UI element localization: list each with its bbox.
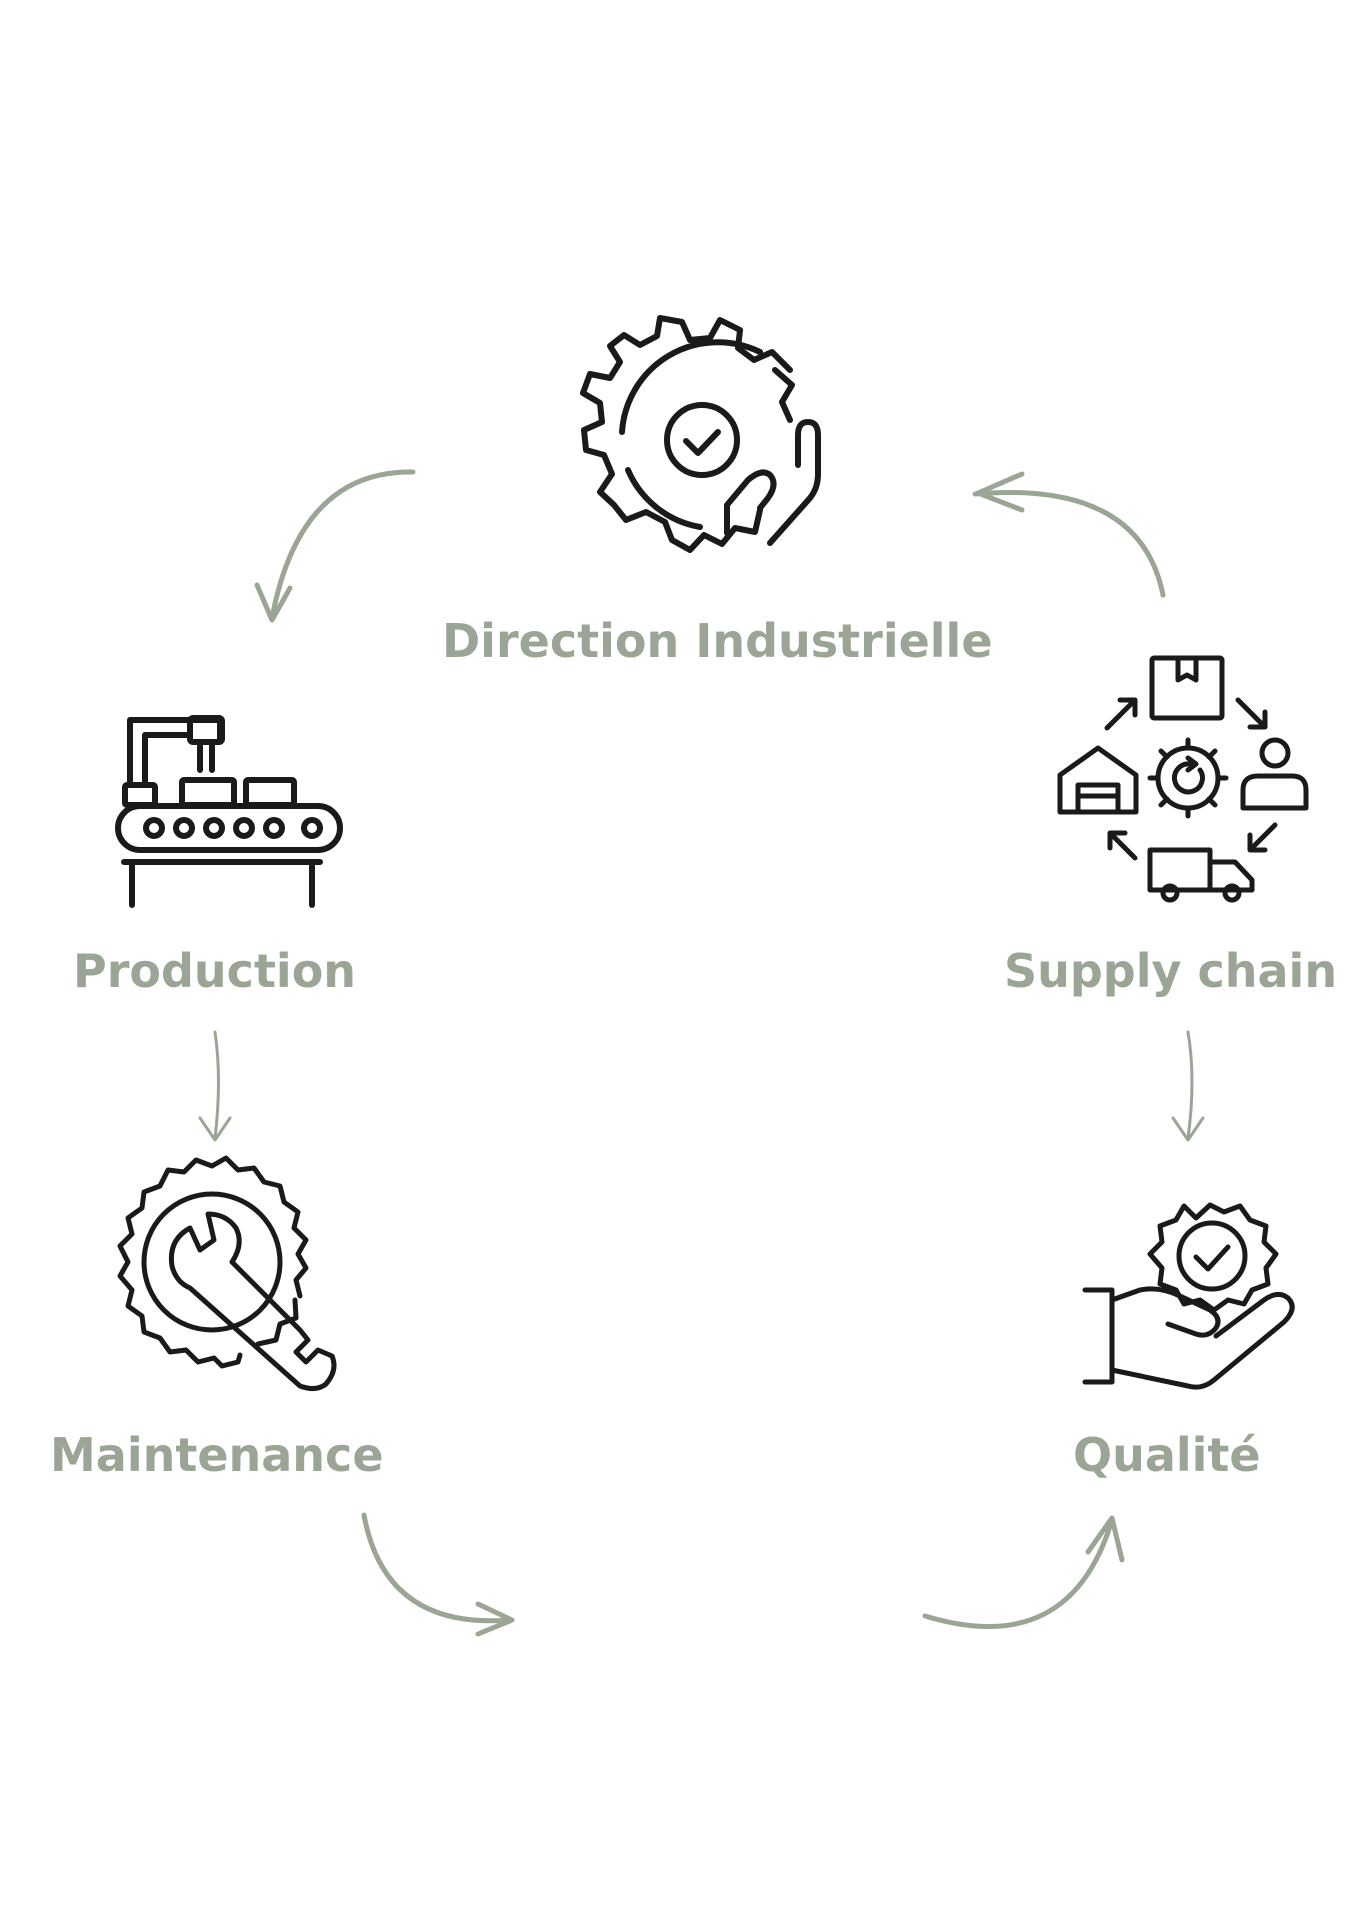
node-label-maintenance: Maintenance	[50, 1428, 384, 1482]
gear-wrench-icon	[117, 1155, 337, 1392]
node-label-production: Production	[73, 944, 357, 998]
node-label-direction-industrielle: Direction Industrielle	[442, 614, 993, 668]
hand-quality-badge-icon	[1082, 1202, 1295, 1390]
conveyor-robot-icon	[115, 715, 343, 908]
node-label-supply-chain: Supply chain	[1004, 944, 1338, 998]
arrow-maintenance-to-bottom	[361, 1512, 515, 1637]
arrow-production-to-maintenance	[198, 1030, 232, 1142]
supply-cycle-icon	[1057, 655, 1309, 903]
arrow-supply-to-direction	[972, 471, 1166, 598]
node-label-qualite: Qualité	[1073, 1428, 1261, 1482]
arrow-direction-to-production	[254, 469, 416, 623]
gear-hand-check-icon	[580, 315, 821, 553]
arrow-bottom-to-qualite	[922, 1515, 1125, 1630]
arrow-supply-to-qualite	[1171, 1030, 1205, 1142]
